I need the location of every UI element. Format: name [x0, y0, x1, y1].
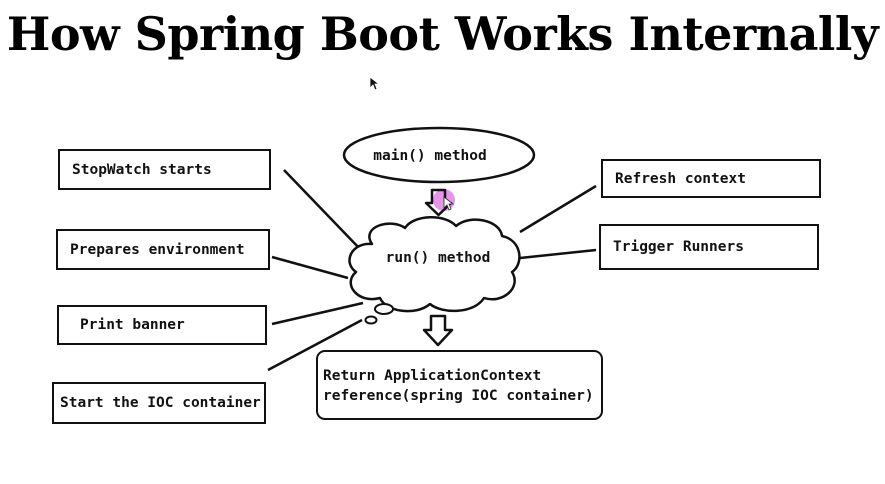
step-stopwatch-starts: StopWatch starts [58, 149, 271, 190]
result-line-1: Return ApplicationContext [323, 368, 542, 384]
step-refresh-context: Refresh context [601, 159, 821, 198]
step-label: Print banner [80, 317, 185, 333]
step-label: StopWatch starts [72, 161, 212, 178]
step-prepares-environment: Prepares environment [56, 229, 270, 270]
page-title: How Spring Boot Works Internally [6, 7, 879, 61]
mouse-cursor-icon [443, 196, 455, 211]
cloud-tail-bubble-small [364, 315, 378, 325]
step-label: Refresh context [615, 170, 746, 187]
connector-refresh [519, 184, 597, 234]
arrow-down-icon [422, 314, 454, 347]
step-label: Start the IOC container [60, 395, 261, 411]
step-trigger-runners: Trigger Runners [599, 224, 819, 270]
step-start-ioc-container: Start the IOC container [52, 382, 266, 424]
step-label: Prepares environment [70, 241, 245, 258]
connector-environment [271, 255, 349, 280]
run-method-node: run() method [348, 216, 521, 325]
connector-banner [271, 301, 364, 326]
connector-runners [519, 248, 597, 260]
arrow-down-icon [424, 188, 453, 217]
main-method-ellipse [342, 126, 536, 184]
step-label: Trigger Runners [613, 239, 744, 255]
step-print-banner: Print banner [57, 305, 267, 345]
connector-stopwatch [283, 169, 361, 250]
mouse-cursor-icon [369, 76, 381, 91]
result-line-2: reference(spring IOC container) [323, 388, 594, 404]
connector-lines [267, 169, 597, 372]
cloud-tail-bubble-large [374, 303, 394, 315]
main-method-node: main() method [342, 126, 536, 184]
run-method-label: run() method [386, 250, 491, 266]
main-method-label: main() method [373, 148, 487, 164]
return-context-box: Return ApplicationContext reference(spri… [316, 350, 603, 420]
run-method-cloud [348, 216, 521, 313]
connector-ioc [267, 318, 363, 372]
